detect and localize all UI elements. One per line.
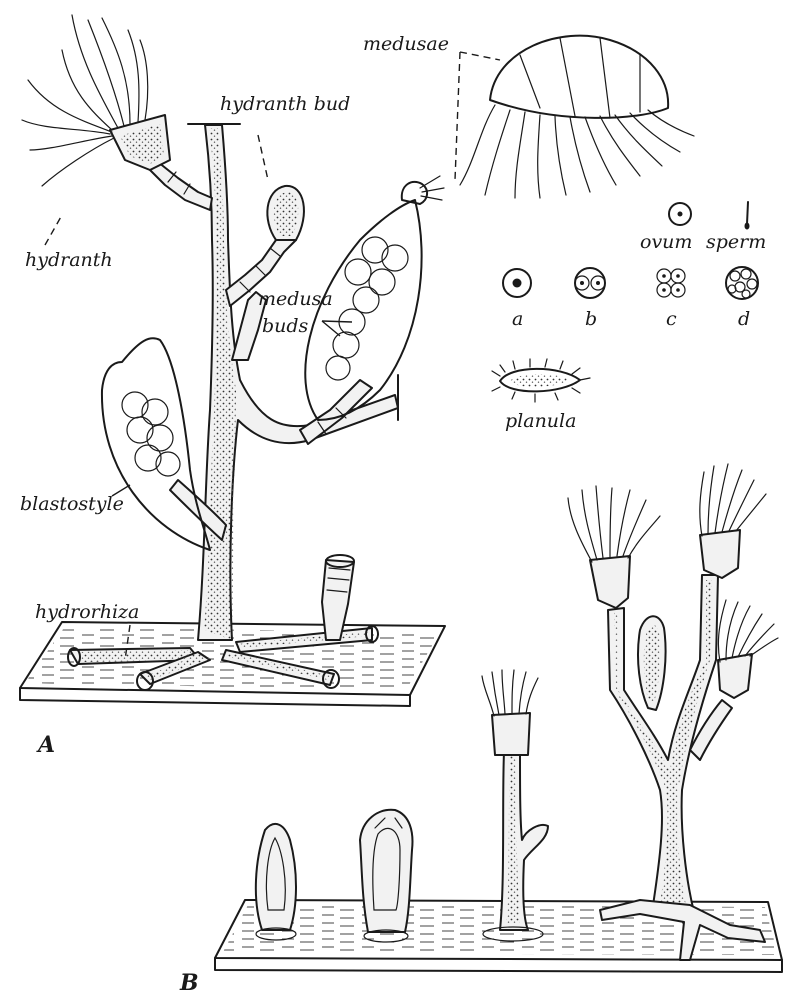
gonangium-lower (102, 338, 210, 550)
label-ovum: ovum (640, 231, 692, 253)
panel-label-a: A (36, 732, 55, 758)
panel-label-b: B (179, 970, 199, 995)
medusa-bud-cluster-lower (122, 392, 180, 476)
hydranth-a (22, 15, 170, 186)
label-cleavage-c: c (666, 308, 677, 330)
colony-b: B (179, 464, 782, 995)
label-sperm: sperm (706, 231, 766, 253)
label-cleavage-b: b (585, 308, 597, 330)
planula: planula (492, 359, 590, 432)
cleavage-stage-a (503, 269, 531, 297)
hydranth-bud (267, 186, 304, 240)
cleavage-stage-c (657, 269, 685, 297)
label-medusa-buds-2: buds (262, 315, 309, 337)
medusa (460, 36, 694, 198)
settled-planula-stage (256, 824, 296, 940)
label-planula: planula (505, 410, 576, 432)
label-cleavage-d: d (738, 308, 750, 330)
sperm-figure (747, 202, 748, 224)
cleavage-stage-b (575, 268, 605, 298)
cleavage-stage-d (726, 267, 758, 299)
label-medusa-buds-1: medusa (258, 288, 333, 310)
label-blastostyle: blastostyle (20, 493, 124, 515)
gametes: ovum sperm (640, 202, 766, 253)
early-polyp-stage (360, 810, 412, 942)
colony-a: hydranth hydranth bud medusae medusa bud… (20, 15, 500, 758)
young-colony-stage (568, 464, 778, 960)
label-hydranth: hydranth (25, 249, 113, 271)
label-medusae: medusae (363, 33, 449, 55)
medusa-bud-cluster-upper (326, 237, 408, 380)
cleavage-stages: a b c d (503, 267, 758, 330)
label-hydranth-bud: hydranth bud (220, 93, 350, 115)
label-cleavage-a: a (512, 308, 523, 330)
young-hydranth-stump (322, 555, 354, 640)
label-hydrorhiza: hydrorhiza (35, 601, 139, 623)
